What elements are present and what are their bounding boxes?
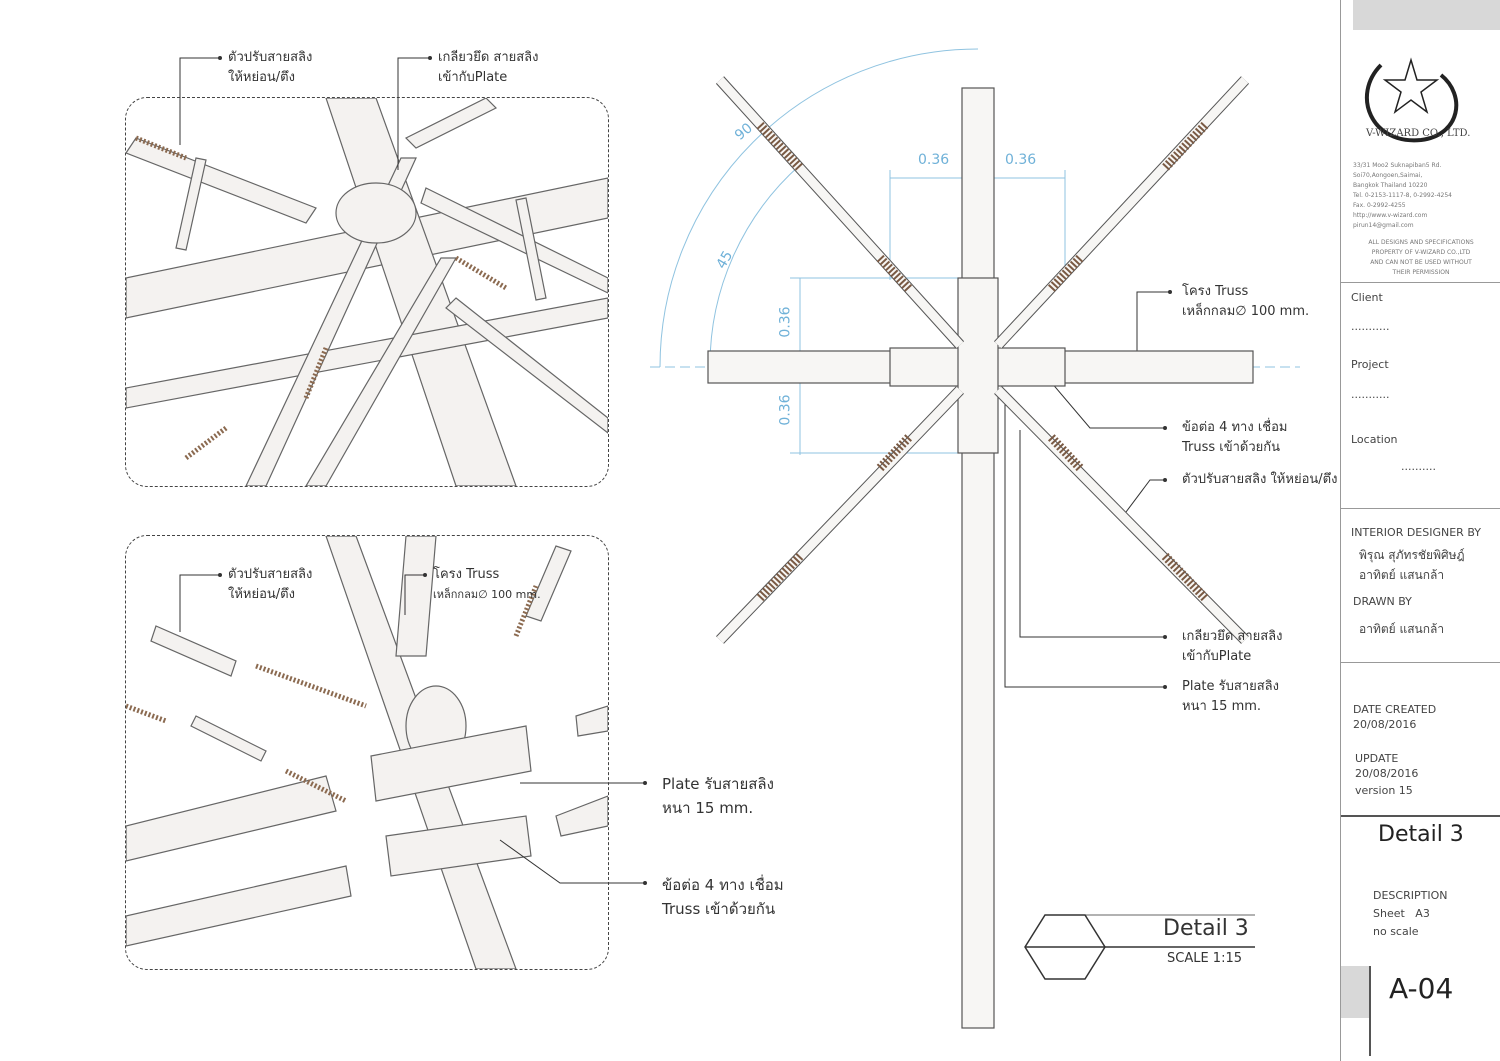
dim-label: 0.36 (1005, 152, 1037, 168)
version-value: version 15 (1355, 784, 1413, 797)
notice-line: ALL DESIGNS AND SPECIFICATIONS (1368, 239, 1474, 246)
callout-text: เข้ากับPlate (438, 70, 508, 85)
title-block: V-WIZARD CO., LTD. 33/31 Moo2 Suknapiban… (1340, 0, 1500, 1061)
callout-text: หนา 15 mm. (1182, 699, 1262, 714)
callout-plate-plan: Plate รับสายสลิงหนา 15 mm. (1182, 677, 1279, 717)
client-label: Client (1351, 291, 1383, 304)
address-line: Fax. 0-2992-4255 (1353, 202, 1406, 209)
callout-text: ให้หย่อน/ตึง (228, 587, 295, 602)
callout-text: ตัวปรับสายสลิง (228, 50, 313, 65)
callout-connector-bottom: ข้อต่อ 4 ทาง เชื่อม Truss เข้าด้วยกัน (662, 873, 784, 921)
notice-line: THEIR PERMISSION (1392, 269, 1450, 276)
project-value: ........... (1351, 388, 1390, 401)
callout-text: ตัวปรับสายสลิง ให้หย่อน/ตึง (1182, 472, 1338, 487)
location-value: .......... (1401, 460, 1436, 473)
callout-text: โครง Truss (433, 567, 500, 582)
sheet-size: Sheet A3 (1373, 907, 1430, 920)
designer-name: พิรุณ สุภัทรชัยพิศิษฎ์ (1359, 548, 1465, 562)
callout-truss-bottom: โครง Truss เหล็กกลม∅ 100 mm. (433, 565, 541, 605)
dim-label: 0.36 (777, 306, 794, 338)
designer-label: INTERIOR DESIGNER BY (1351, 526, 1481, 539)
drawn-by-label: DRAWN BY (1353, 595, 1412, 608)
location-label: Location (1351, 433, 1398, 446)
callout-text: ให้หย่อน/ตึง (228, 70, 295, 85)
callout-turnbuckle-bottom: ตัวปรับสายสลิงให้หย่อน/ตึง (228, 565, 312, 605)
callout-text: เกลียวยึด สายสลิง (1182, 629, 1283, 644)
dim-label: 0.36 (918, 152, 950, 168)
title-block-header (1353, 0, 1500, 30)
update-value: 20/08/2016 (1355, 767, 1419, 780)
callout-text: เข้ากับPlate (1182, 649, 1252, 664)
callout-text: ข้อต่อ 4 ทาง เชื่อม (1182, 420, 1288, 435)
notice-line: PROPERTY OF V-WIZARD CO.,LTD (1371, 249, 1471, 256)
callout-connector-plan: ข้อต่อ 4 ทาง เชื่อม Truss เข้าด้วยกัน (1182, 418, 1287, 458)
exploded-view-bottom (125, 535, 609, 970)
truss-joint-sketch (126, 98, 608, 486)
address-line: pirun14@gmail.com (1353, 222, 1414, 229)
description-label: DESCRIPTION (1373, 889, 1448, 902)
callout-text: โครง Truss (1182, 284, 1249, 299)
callout-text: ข้อต่อ 4 ทาง เชื่อม (662, 876, 784, 894)
callout-text: Plate รับสายสลิง (1182, 679, 1279, 694)
detail-tag-hexagon (1024, 914, 1255, 980)
sheet-title: Detail 3 (1378, 822, 1464, 847)
scale-value: no scale (1373, 925, 1419, 938)
drawn-by-name: อาทิตย์ แสนกล้า (1359, 622, 1445, 636)
callout-turnbuckle-top: ตัวปรับสายสลิงให้หย่อน/ตึง (228, 48, 312, 88)
plan-drawing (179, 48, 1300, 1029)
date-created-label: DATE CREATED (1353, 703, 1437, 716)
detail-tag-scale: SCALE 1:15 (1167, 951, 1243, 966)
sheet-no-shade (1341, 966, 1369, 1018)
client-value: ........... (1351, 320, 1390, 333)
address-line: 33/31 Moo2 Suknapiban5 Rd. (1353, 162, 1442, 169)
callout-text: ตัวปรับสายสลิง (228, 567, 313, 582)
detail-tag-title: Detail 3 (1163, 916, 1249, 941)
address-line: http://www.v-wizard.com (1353, 212, 1428, 219)
company-address: 33/31 Moo2 Suknapiban5 Rd. Soi70,Aongoen… (1353, 162, 1452, 229)
callout-turnbuckle-plan: ตัวปรับสายสลิง ให้หย่อน/ตึง (1182, 470, 1337, 490)
callout-text: เกลียวยึด สายสลิง (438, 50, 539, 65)
callout-text: Truss เข้าด้วยกัน (1182, 440, 1281, 455)
copyright-notice: ALL DESIGNS AND SPECIFICATIONS PROPERTY … (1341, 238, 1500, 278)
callout-truss-plan: โครง Truss เหล็กกลม∅ 100 mm. (1182, 282, 1309, 322)
callout-text: เหล็กกลม∅ 100 mm. (1182, 304, 1310, 319)
callout-thread-plan: เกลียวยึด สายสลิงเข้ากับPlate (1182, 627, 1283, 667)
notice-line: AND CAN NOT BE USED WITHOUT (1370, 259, 1472, 266)
company-name: V-WIZARD CO., LTD. (1366, 128, 1471, 139)
date-created-value: 20/08/2016 (1353, 718, 1417, 731)
dim-label: 0.36 (777, 394, 794, 426)
callout-text: หนา 15 mm. (662, 799, 754, 817)
update-label: UPDATE (1355, 752, 1399, 765)
designer-name: อาทิตย์ แสนกล้า (1359, 568, 1445, 582)
exploded-joint-sketch (126, 536, 608, 969)
callout-text: Plate รับสายสลิง (662, 775, 774, 793)
company-logo (1364, 57, 1459, 143)
project-label: Project (1351, 358, 1389, 371)
callout-thread-top: เกลียวยึด สายสลิงเข้ากับPlate (438, 48, 539, 88)
callout-text: Truss เข้าด้วยกัน (662, 900, 776, 918)
perspective-view-top (125, 97, 609, 487)
address-line: Tel. 0-2153-1117-8, 0-2992-4254 (1353, 192, 1452, 199)
callout-plate-bottom: Plate รับสายสลิงหนา 15 mm. (662, 772, 774, 820)
address-line: Soi70,Aongoen,Saimai, (1353, 172, 1423, 179)
callout-text: เหล็กกลม∅ 100 mm. (433, 588, 541, 601)
address-line: Bangkok Thailand 10220 (1353, 182, 1428, 189)
sheet-number: A-04 (1389, 972, 1454, 1005)
